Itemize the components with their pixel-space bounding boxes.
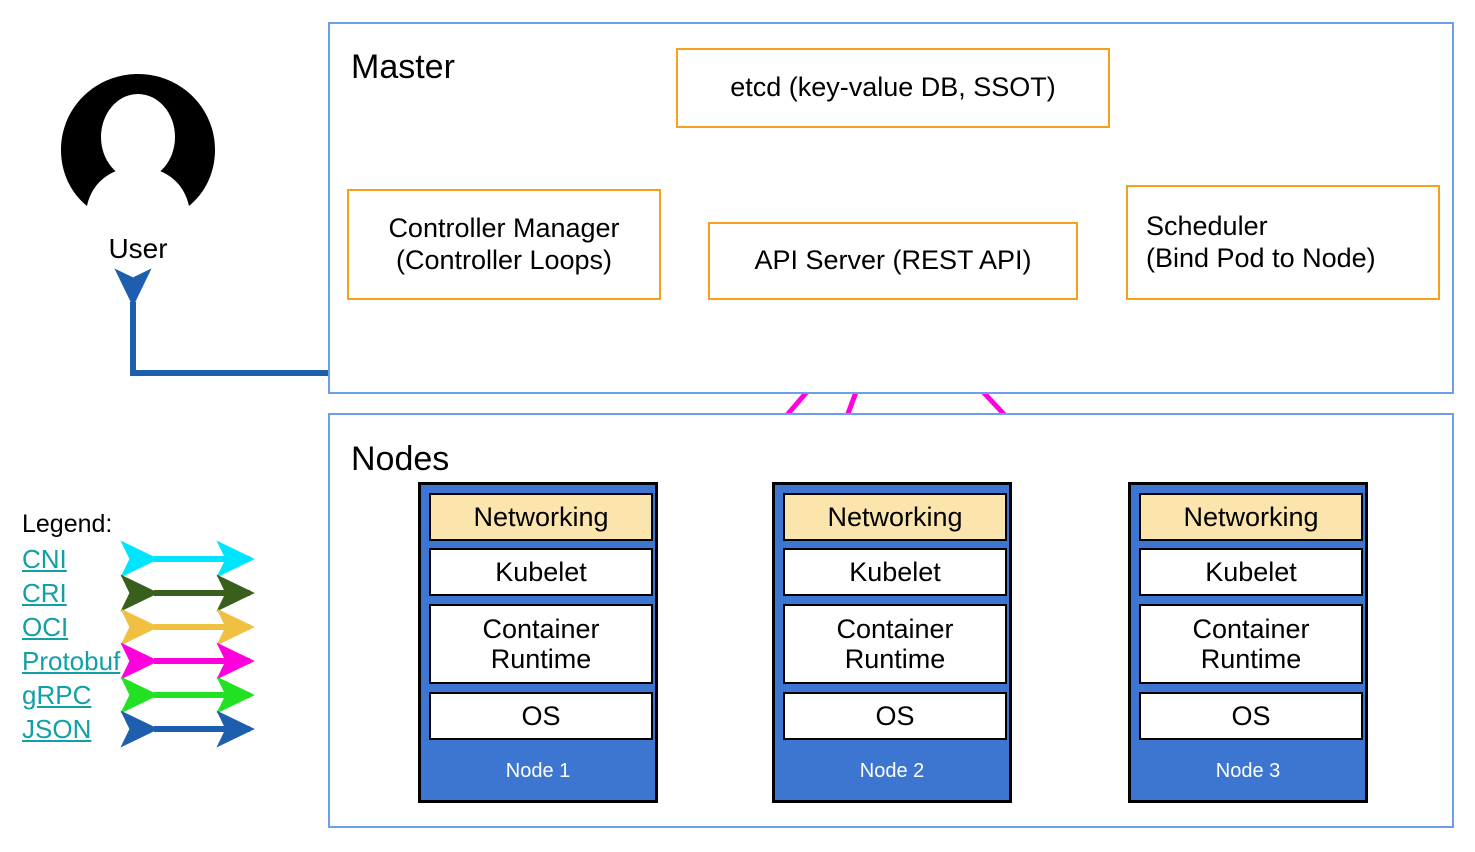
node-2-os-label: OS (875, 700, 915, 731)
legend-label-json[interactable]: JSON (22, 714, 92, 744)
node-2-name: Node 2 (859, 760, 925, 782)
api-server-label: API Server (REST API) (754, 245, 1032, 276)
node-2-os-layer[interactable]: OS (783, 692, 1007, 740)
node-1-networking-label: Networking (473, 501, 609, 532)
controller-manager-label-line1: Controller Manager (388, 212, 620, 243)
legend-row-cri[interactable]: CRI (22, 574, 282, 612)
node-3-networking-label: Networking (1183, 501, 1319, 532)
legend-row-json[interactable]: JSON (22, 710, 282, 748)
legend-arrow-cri (120, 574, 255, 612)
legend-row-cni[interactable]: CNI (22, 540, 282, 578)
node-1-os-layer[interactable]: OS (429, 692, 653, 740)
node-3-os-layer[interactable]: OS (1139, 692, 1363, 740)
node-3-container-runtime-label-line2: Runtime (1200, 644, 1302, 674)
node-1-container-runtime-label-line2: Runtime (490, 644, 592, 674)
node-3-name: Node 3 (1215, 760, 1281, 782)
legend-label-grpc[interactable]: gRPC (22, 680, 92, 710)
master-group-title: Master (351, 48, 455, 86)
legend-arrow-cni (120, 540, 255, 578)
node-card-3[interactable]: Networking Kubelet Container Runtime OS … (1128, 482, 1368, 803)
user-block: User (58, 72, 218, 272)
node-2-container-runtime-label-line2: Runtime (844, 644, 946, 674)
node-2-kubelet-layer[interactable]: Kubelet (783, 548, 1007, 596)
scheduler-box[interactable]: Scheduler (Bind Pod to Node) (1126, 185, 1440, 300)
legend-row-oci[interactable]: OCI (22, 608, 282, 646)
legend-label-cni[interactable]: CNI (22, 544, 67, 574)
legend-label-cri[interactable]: CRI (22, 578, 67, 608)
legend: Legend: CNI CRI OCI Protobuf (22, 510, 282, 748)
scheduler-label-line1: Scheduler (1146, 210, 1268, 241)
node-1-container-runtime-label-line1: Container (482, 613, 600, 644)
api-server-box[interactable]: API Server (REST API) (708, 222, 1078, 300)
legend-arrow-protobuf (120, 642, 255, 680)
legend-label-oci[interactable]: OCI (22, 612, 69, 642)
node-3-networking-layer[interactable]: Networking (1139, 493, 1363, 541)
node-1-name: Node 1 (505, 760, 571, 782)
legend-title: Legend: (22, 510, 113, 538)
node-3-kubelet-layer[interactable]: Kubelet (1139, 548, 1363, 596)
node-1-kubelet-layer[interactable]: Kubelet (429, 548, 653, 596)
node-3-container-runtime-label-line1: Container (1192, 613, 1310, 644)
node-2-kubelet-label: Kubelet (849, 556, 941, 587)
controller-manager-label-line2: (Controller Loops) (395, 244, 613, 275)
legend-row-grpc[interactable]: gRPC (22, 676, 282, 714)
legend-row-protobuf[interactable]: Protobuf (22, 642, 282, 680)
node-1-networking-layer[interactable]: Networking (429, 493, 653, 541)
user-label: User (108, 233, 168, 264)
node-2-container-runtime-layer[interactable]: Container Runtime (783, 604, 1007, 684)
node-1-kubelet-label: Kubelet (495, 556, 587, 587)
node-3-kubelet-label: Kubelet (1205, 556, 1297, 587)
nodes-group-title: Nodes (351, 440, 450, 478)
node-3-os-label: OS (1231, 700, 1271, 731)
node-2-container-runtime-label-line1: Container (836, 613, 954, 644)
node-card-1[interactable]: Networking Kubelet Container Runtime OS … (418, 482, 658, 803)
node-1-os-label: OS (521, 700, 561, 731)
controller-manager-box[interactable]: Controller Manager (Controller Loops) (347, 189, 661, 300)
node-card-2[interactable]: Networking Kubelet Container Runtime OS … (772, 482, 1012, 803)
scheduler-label-line2: (Bind Pod to Node) (1146, 242, 1376, 273)
etcd-box[interactable]: etcd (key-value DB, SSOT) (676, 48, 1110, 128)
legend-label-protobuf[interactable]: Protobuf (22, 646, 121, 676)
legend-arrow-oci (120, 608, 255, 646)
node-1-container-runtime-layer[interactable]: Container Runtime (429, 604, 653, 684)
node-2-networking-layer[interactable]: Networking (783, 493, 1007, 541)
node-2-networking-label: Networking (827, 501, 963, 532)
legend-arrow-grpc (120, 676, 255, 714)
user-avatar-icon (61, 74, 215, 206)
etcd-label: etcd (key-value DB, SSOT) (730, 72, 1056, 103)
legend-arrow-json (120, 710, 255, 748)
node-3-container-runtime-layer[interactable]: Container Runtime (1139, 604, 1363, 684)
